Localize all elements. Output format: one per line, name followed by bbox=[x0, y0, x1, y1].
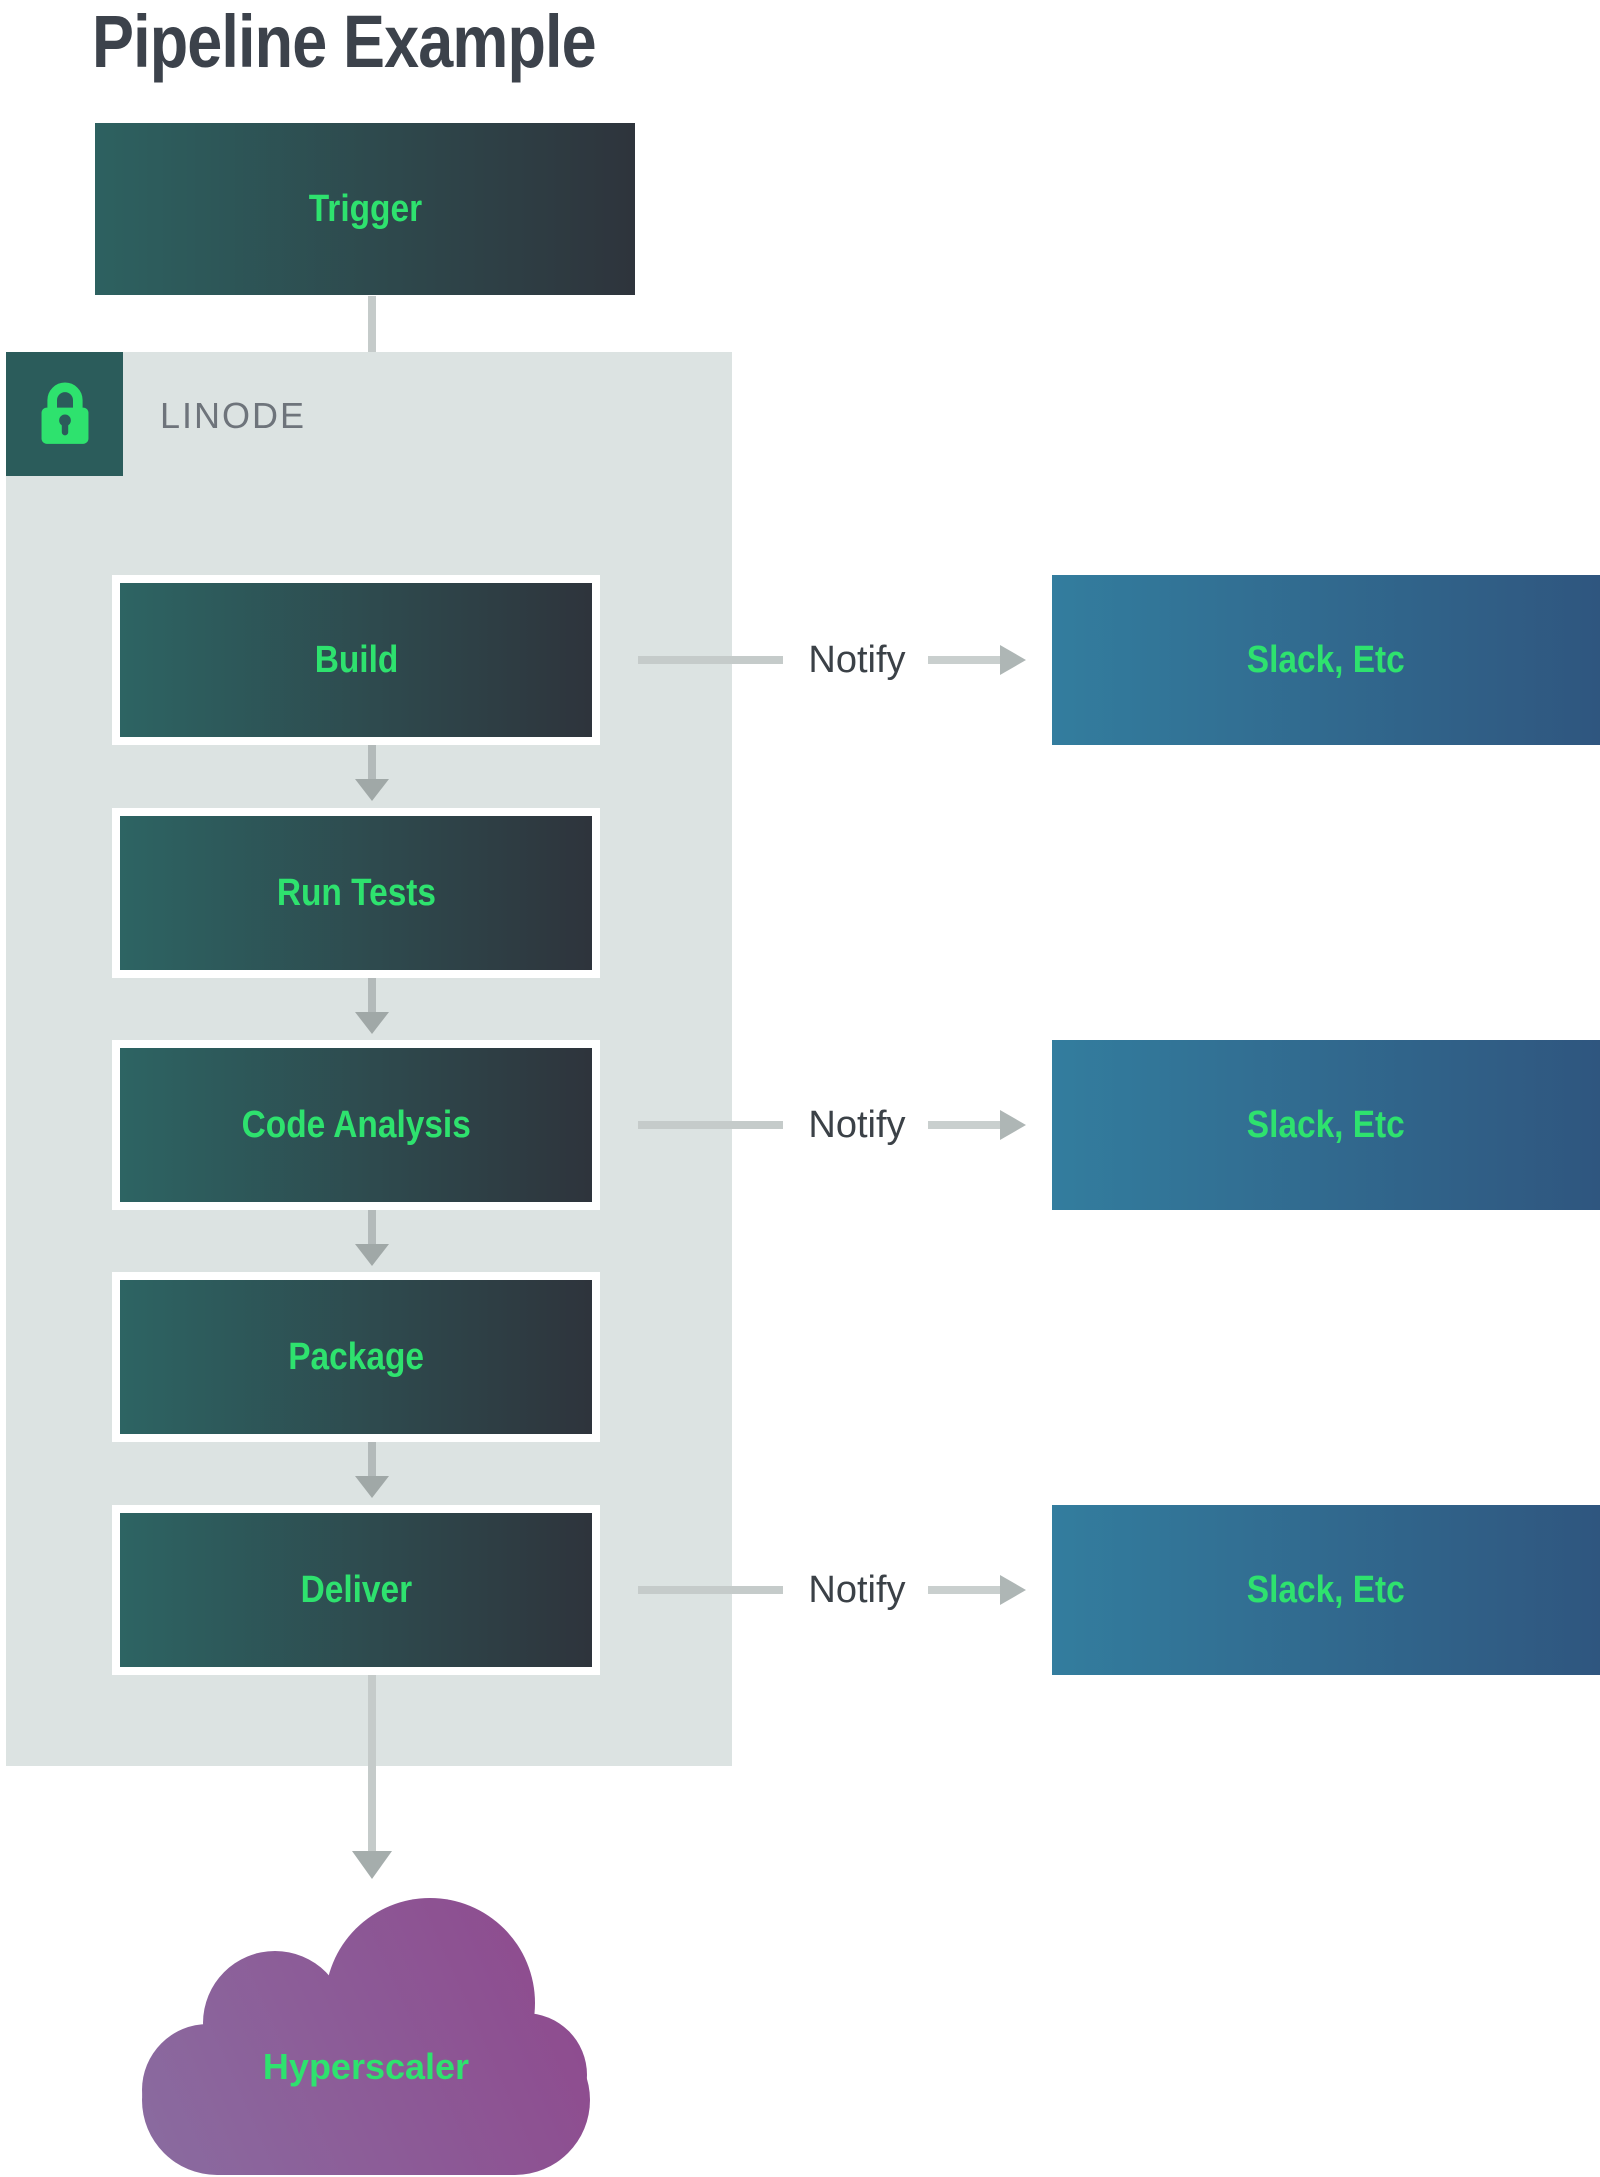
stage-row: Deliver Notify Slack, Etc bbox=[0, 1505, 1600, 1738]
stage-box: Deliver bbox=[112, 1505, 600, 1675]
notify-label: Notify bbox=[808, 639, 906, 681]
arrow-line bbox=[928, 656, 1000, 664]
arrow-head-icon bbox=[1000, 1110, 1026, 1140]
flow-arrow-down-icon bbox=[352, 745, 392, 805]
stage-label: Code Analysis bbox=[241, 1103, 471, 1146]
arrow-head-icon bbox=[355, 779, 389, 801]
flow-arrow-deliver-to-cloud bbox=[352, 1675, 392, 1881]
slack-box: Slack, Etc bbox=[1052, 1040, 1600, 1210]
notify-connector-line bbox=[638, 656, 783, 664]
trigger-label: Trigger bbox=[308, 187, 422, 230]
notify-connector-line bbox=[638, 1586, 783, 1594]
stage-box: Run Tests bbox=[112, 808, 600, 978]
notify-label: Notify bbox=[808, 1104, 906, 1146]
notify-label: Notify bbox=[808, 1569, 906, 1611]
slack-label: Slack, Etc bbox=[1246, 1103, 1406, 1146]
stage-row: Code Analysis Notify Slack, Etc bbox=[0, 1040, 1600, 1273]
slack-box: Slack, Etc bbox=[1052, 1505, 1600, 1675]
arrow-line bbox=[928, 1121, 1000, 1129]
arrow-head-icon bbox=[355, 1244, 389, 1266]
stage-label: Run Tests bbox=[276, 871, 436, 914]
notify-arrow-icon bbox=[928, 1575, 1026, 1605]
slack-label: Slack, Etc bbox=[1246, 638, 1406, 681]
arrow-line bbox=[368, 745, 376, 779]
stage-label: Package bbox=[288, 1335, 424, 1378]
stage-box: Package bbox=[112, 1272, 600, 1442]
arrow-head-icon bbox=[1000, 1575, 1026, 1605]
arrow-head-icon bbox=[1000, 645, 1026, 675]
flow-arrow-down-icon bbox=[352, 1210, 392, 1270]
notify-connector-line bbox=[638, 1121, 783, 1129]
notify-arrow-icon bbox=[928, 1110, 1026, 1140]
hyperscaler-label: Hyperscaler bbox=[262, 2046, 470, 2087]
hyperscaler-cloud bbox=[142, 1898, 590, 2175]
stage-label: Deliver bbox=[300, 1568, 412, 1611]
stage-row: Build Notify Slack, Etc bbox=[0, 575, 1600, 808]
trigger-box: Trigger bbox=[95, 123, 635, 295]
arrow-line bbox=[928, 1586, 1000, 1594]
arrow-line bbox=[368, 978, 376, 1012]
stage-row: Run Tests bbox=[0, 808, 1600, 1041]
flow-arrow-down-icon bbox=[352, 978, 392, 1038]
arrow-line bbox=[368, 1675, 376, 1851]
stage-box: Code Analysis bbox=[112, 1040, 600, 1210]
stage-box: Build bbox=[112, 575, 600, 745]
flow-arrow-down-icon bbox=[352, 1442, 392, 1502]
notify-arrow-icon bbox=[928, 645, 1026, 675]
lock-icon bbox=[41, 382, 88, 444]
arrow-head-icon bbox=[352, 1851, 392, 1879]
arrow-line bbox=[368, 1210, 376, 1244]
slack-box: Slack, Etc bbox=[1052, 575, 1600, 745]
linode-label: LINODE bbox=[160, 395, 307, 436]
stage-row: Package bbox=[0, 1272, 1600, 1505]
arrow-head-icon bbox=[355, 1012, 389, 1034]
arrow-line bbox=[368, 1442, 376, 1476]
stage-label: Build bbox=[314, 638, 398, 681]
arrow-head-icon bbox=[355, 1476, 389, 1498]
slack-label: Slack, Etc bbox=[1246, 1568, 1406, 1611]
lock-badge bbox=[6, 352, 123, 476]
page-title: Pipeline Example bbox=[92, 0, 597, 83]
